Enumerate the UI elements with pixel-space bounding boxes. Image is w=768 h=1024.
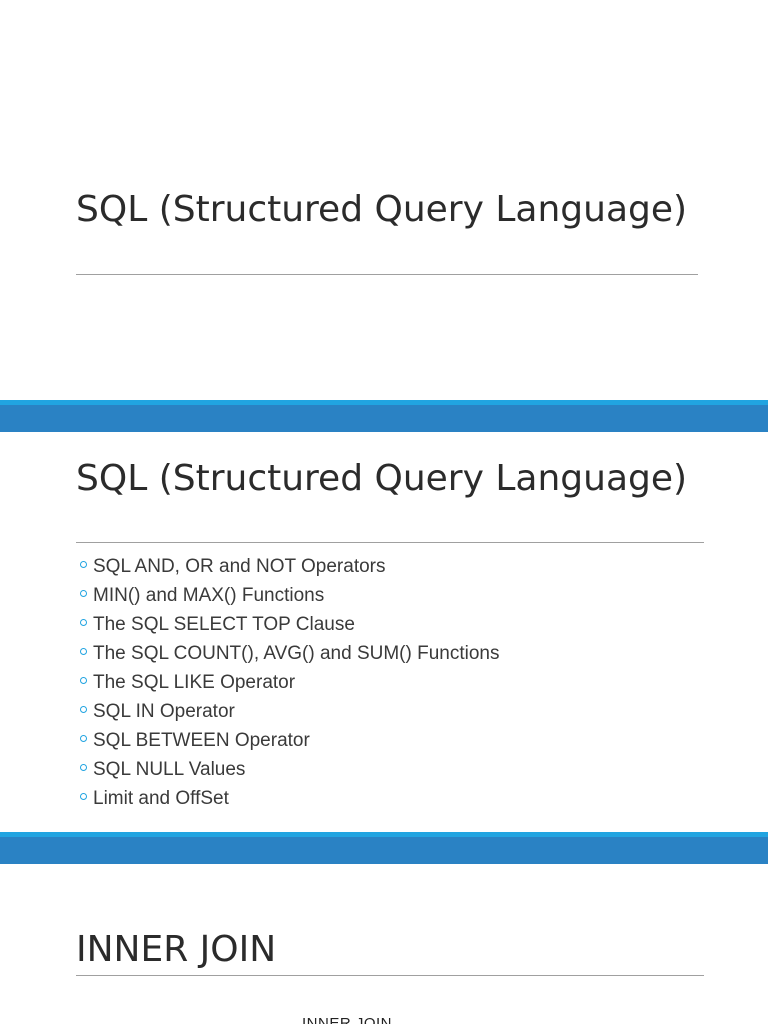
list-item: The SQL LIKE Operator [80,668,499,697]
slide-2-title-rule [76,542,704,543]
circle-bullet-icon [80,764,87,771]
circle-bullet-icon [80,648,87,655]
separator-highlight [0,832,768,837]
list-item: SQL IN Operator [80,697,499,726]
slide-1: SQL (Structured Query Language) [0,0,768,400]
list-item: SQL NULL Values [80,755,499,784]
circle-bullet-icon [80,735,87,742]
list-item: SQL AND, OR and NOT Operators [80,552,499,581]
list-item-text: MIN() and MAX() Functions [93,584,325,606]
list-item: SQL BETWEEN Operator [80,726,499,755]
list-item-text: SQL IN Operator [93,700,235,722]
list-item-text: The SQL SELECT TOP Clause [93,613,355,635]
circle-bullet-icon [80,590,87,597]
bullet-list: SQL AND, OR and NOT Operators MIN() and … [80,552,499,813]
slide-separator-1 [0,400,768,432]
separator-highlight [0,400,768,405]
list-item: The SQL COUNT(), AVG() and SUM() Functio… [80,639,499,668]
slide-3-title-rule [76,975,704,976]
circle-bullet-icon [80,619,87,626]
list-item-text: SQL NULL Values [93,758,246,780]
list-item-text: Limit and OffSet [93,787,229,809]
slide-3-title: INNER JOIN [76,929,277,970]
slide-separator-2 [0,832,768,864]
diagram-caption: INNER JOIN [302,1015,393,1024]
circle-bullet-icon [80,561,87,568]
slide-2: SQL (Structured Query Language) SQL AND,… [0,432,768,832]
slide-2-title: SQL (Structured Query Language) [76,458,688,499]
slide-1-title: SQL (Structured Query Language) [76,189,688,230]
circle-bullet-icon [80,677,87,684]
list-item: The SQL SELECT TOP Clause [80,610,499,639]
slide-3: INNER JOIN INNER JOIN [0,864,768,1024]
list-item: MIN() and MAX() Functions [80,581,499,610]
list-item-text: The SQL COUNT(), AVG() and SUM() Functio… [93,642,500,664]
circle-bullet-icon [80,706,87,713]
list-item-text: SQL BETWEEN Operator [93,729,310,751]
circle-bullet-icon [80,793,87,800]
list-item-text: SQL AND, OR and NOT Operators [93,555,386,577]
slide-1-title-rule [76,274,698,275]
list-item-text: The SQL LIKE Operator [93,671,296,693]
list-item: Limit and OffSet [80,784,499,813]
